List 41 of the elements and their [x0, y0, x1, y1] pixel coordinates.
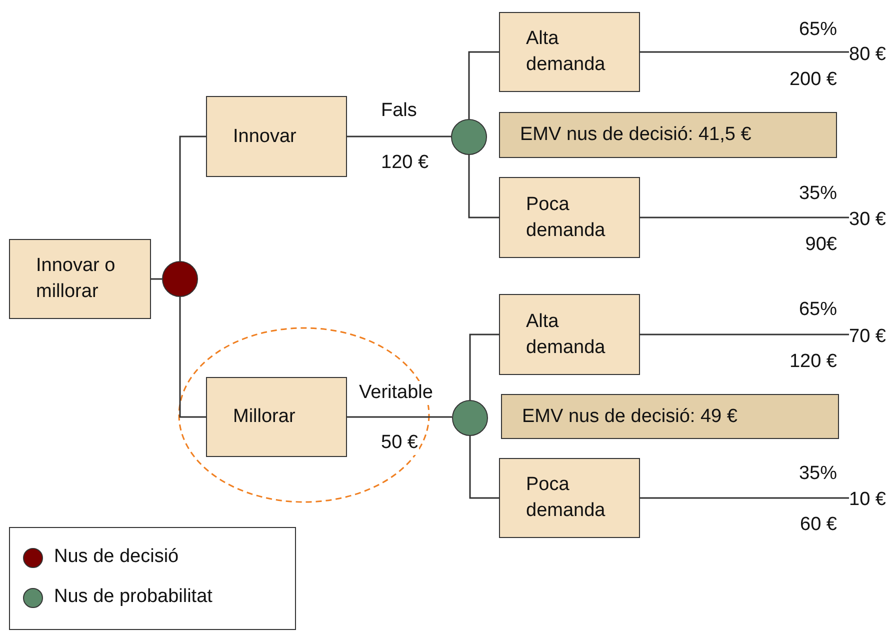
- box-label: Innovar o millorar: [36, 254, 116, 304]
- process-box: [206, 377, 347, 457]
- process-box: [499, 177, 640, 258]
- connector-line: [468, 155, 499, 218]
- result-box: [499, 112, 837, 158]
- decision-node: [162, 261, 198, 297]
- result-box: [501, 394, 839, 439]
- box-label: Poca demanda: [526, 473, 606, 523]
- connector-line: [347, 136, 451, 138]
- legend-label: Nus de decisió: [54, 545, 179, 569]
- process-box: [499, 294, 640, 375]
- box-label: Alta demanda: [526, 310, 606, 360]
- process-box: [9, 239, 151, 319]
- chance-node: [451, 119, 487, 155]
- connector-line: [347, 416, 452, 418]
- edge-label: Veritable: [358, 381, 434, 405]
- connector-line: [640, 497, 849, 499]
- process-box: [206, 96, 347, 177]
- connector-line: [469, 334, 499, 400]
- connector-line: [469, 436, 499, 499]
- process-box: [499, 12, 640, 92]
- connector-line: [179, 136, 206, 261]
- legend-label: Nus de probabilitat: [54, 585, 212, 609]
- connector-line: [179, 297, 206, 418]
- connector-line: [151, 278, 162, 280]
- payoff-value: 70 €: [849, 324, 896, 350]
- box-label: EMV nus de decisió: 49 €: [522, 404, 738, 428]
- payoff-value: 10 €: [849, 487, 896, 513]
- box-label: EMV nus de decisió: 41,5 €: [520, 123, 752, 147]
- connector-line: [468, 51, 499, 119]
- connector-line: [640, 334, 849, 336]
- connector-line: [640, 51, 849, 53]
- payoff-value: 80 €: [849, 42, 896, 68]
- connector-line: [640, 216, 849, 218]
- box-label: Millorar: [233, 405, 296, 429]
- chance-node: [452, 400, 488, 436]
- box-label: Poca demanda: [526, 192, 606, 242]
- box-label: Innovar: [233, 124, 296, 148]
- box-label: Alta demanda: [526, 27, 606, 77]
- process-box: [499, 458, 640, 538]
- payoff-value: 30 €: [849, 207, 896, 233]
